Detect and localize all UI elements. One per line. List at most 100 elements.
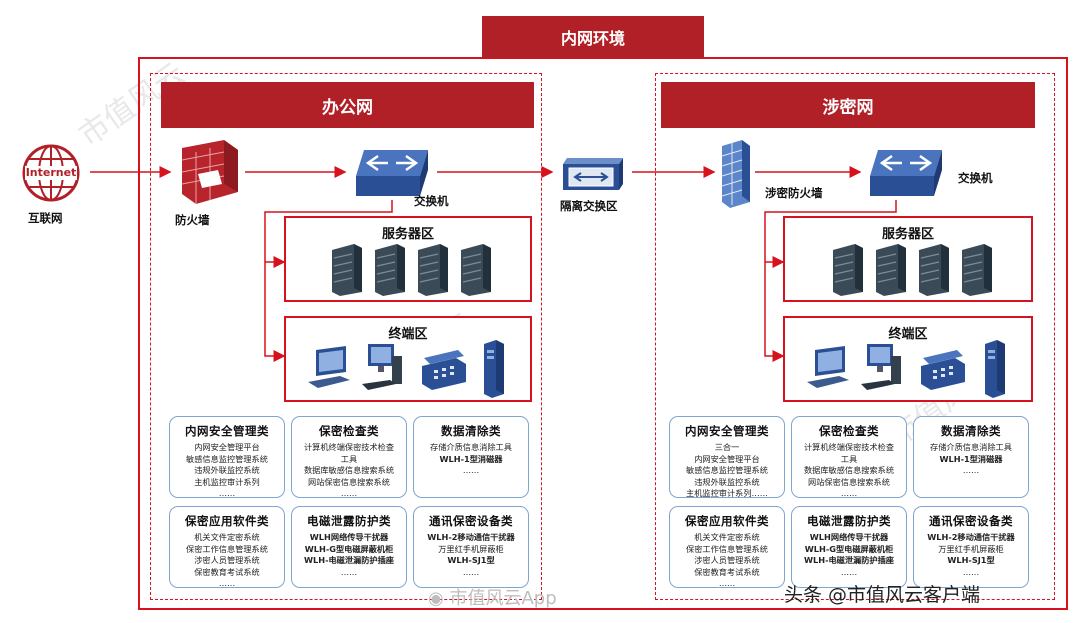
office-terminal-zone: 终端区 xyxy=(284,316,532,402)
internet-globe-text: Internet xyxy=(25,166,77,179)
category-card-line: WLH-电磁泄漏防护插座 xyxy=(304,555,394,565)
secret-network-frame xyxy=(655,73,1055,600)
category-card-line: …… xyxy=(962,566,980,577)
category-card-line: 保密工作信息管理系统 xyxy=(686,543,768,554)
arrow-switch-terminal xyxy=(264,200,393,362)
intranet-title: 内网环境 xyxy=(482,16,704,58)
category-card-line: …… xyxy=(340,488,358,498)
category-card-title: 内网安全管理类 xyxy=(185,424,269,438)
switch-office-label: 交换机 xyxy=(414,194,449,208)
category-card-line: 违规外联监控系统 xyxy=(694,476,760,487)
internet-globe-icon: Internet xyxy=(22,144,80,202)
secret-server-zone: 服务器区 xyxy=(783,216,1033,302)
category-card-line: 网站保密信息搜索系统 xyxy=(308,476,390,487)
office-server-zone-title: 服务器区 xyxy=(381,227,434,242)
category-card: 保密应用软件类机关文件定密系统保密工作信息管理系统涉密人员管理系统保密教育考试系… xyxy=(669,506,785,588)
office-network-title: 办公网 xyxy=(161,82,534,128)
firewall-icon xyxy=(170,140,240,206)
category-card-line: 三合一 xyxy=(714,442,740,452)
secret-firewall-label: 涉密防火墙 xyxy=(765,186,823,200)
office-server-zone: 服务器区 xyxy=(284,216,532,302)
category-card: 保密检查类计算机终端保密技术检查工具数据库敏感信息搜索系统网站保密信息搜索系统…… xyxy=(291,416,407,498)
category-card-line: 计算机终端保密技术检查 xyxy=(803,442,895,452)
category-card-line: WLH-G型电磁屏蔽机柜 xyxy=(804,543,894,554)
pc-tower-icon xyxy=(480,340,506,402)
server-rack-icon xyxy=(829,243,999,300)
office-network-frame xyxy=(150,73,542,600)
category-card-line: 计算机终端保密技术检查 xyxy=(303,442,395,452)
telephone-icon xyxy=(418,348,468,396)
category-card-title: 数据清除类 xyxy=(941,424,1001,438)
category-card-title: 通讯保密设备类 xyxy=(929,514,1013,528)
category-card-line: WLH-2移动通信干扰器 xyxy=(927,532,1015,542)
laptop-icon xyxy=(805,342,851,396)
category-card-line: 工具 xyxy=(840,453,858,464)
secret-network-title: 涉密网 xyxy=(661,82,1035,128)
intranet-frame xyxy=(138,57,1068,610)
category-card-title: 电磁泄露防护类 xyxy=(307,514,391,528)
secret-server-zone-title: 服务器区 xyxy=(881,227,934,242)
category-card-line: WLH网络传导干扰器 xyxy=(809,532,889,542)
category-card-line: WLH-2移动通信干扰器 xyxy=(427,532,515,542)
category-card-title: 数据清除类 xyxy=(441,424,501,438)
category-card-line: 违规外联监控系统 xyxy=(194,465,260,475)
category-card-line: …… xyxy=(718,578,736,588)
switch-icon xyxy=(348,146,436,200)
category-card-title: 保密应用软件类 xyxy=(185,514,269,528)
category-card-line: 内网安全管理平台 xyxy=(194,442,260,452)
category-card: 保密检查类计算机终端保密技术检查工具数据库敏感信息搜索系统网站保密信息搜索系统…… xyxy=(791,416,907,498)
arrow-secret-switch-terminal xyxy=(764,200,897,362)
category-card-line: 敏感信息监控管理系统 xyxy=(686,465,768,475)
server-rack-icon xyxy=(328,243,498,300)
category-card-line: …… xyxy=(462,465,480,475)
category-card-line: 万里红手机屏蔽柜 xyxy=(938,543,1004,554)
category-card-line: WLH-1型消磁器 xyxy=(939,453,1003,464)
internet-label: 互联网 xyxy=(28,211,63,225)
category-card-title: 内网安全管理类 xyxy=(685,424,769,438)
category-card-line: 存储介质信息消除工具 xyxy=(930,442,1012,452)
category-card: 内网安全管理类三合一内网安全管理平台敏感信息监控管理系统违规外联监控系统主机监控… xyxy=(669,416,785,498)
category-card-line: 保密教育考试系统 xyxy=(194,566,260,577)
category-card-line: 主机监控审计系列 xyxy=(194,476,260,487)
isolation-switch-icon xyxy=(561,154,627,192)
category-card-line: …… xyxy=(840,488,858,498)
category-card-line: …… xyxy=(462,566,480,577)
category-card-line: 保密教育考试系统 xyxy=(694,566,760,577)
category-card-title: 电磁泄露防护类 xyxy=(807,514,891,528)
category-card-line: …… xyxy=(840,566,858,577)
category-card: 保密应用软件类机关文件定密系统保密工作信息管理系统涉密人员管理系统保密教育考试系… xyxy=(169,506,285,588)
category-card-line: …… xyxy=(218,488,236,498)
pc-tower-icon xyxy=(981,340,1007,402)
category-card-line: …… xyxy=(340,566,358,577)
category-card-line: 敏感信息监控管理系统 xyxy=(186,453,268,464)
desktop-computer-icon xyxy=(360,342,406,398)
category-card-line: 保密工作信息管理系统 xyxy=(186,543,268,554)
category-card-line: 数据库敏感信息搜索系统 xyxy=(803,465,895,475)
switch-icon xyxy=(862,146,950,200)
category-card-line: …… xyxy=(218,578,236,588)
category-card-title: 通讯保密设备类 xyxy=(429,514,513,528)
category-card-line: 工具 xyxy=(340,453,358,464)
category-card-line: 内网安全管理平台 xyxy=(694,453,760,464)
category-card-line: WLH-SJ1型 xyxy=(447,555,495,565)
secret-terminal-zone: 终端区 xyxy=(783,316,1033,402)
desktop-computer-icon xyxy=(859,342,905,398)
category-card-line: 万里红手机屏蔽柜 xyxy=(438,543,504,554)
switch-secret-label: 交换机 xyxy=(958,171,993,185)
category-card-title: 保密检查类 xyxy=(319,424,379,438)
category-card-title: 保密应用软件类 xyxy=(685,514,769,528)
secret-firewall-icon xyxy=(718,140,752,208)
category-card-line: WLH-SJ1型 xyxy=(947,555,995,565)
office-terminal-zone-title: 终端区 xyxy=(388,327,428,342)
category-card-line: 涉密人员管理系统 xyxy=(194,555,260,565)
category-card-line: WLH-G型电磁屏蔽机柜 xyxy=(304,543,394,554)
brand-watermark: 头条 @市值风云客户端 xyxy=(784,584,981,606)
watermark-app-text: 市值风云App xyxy=(449,588,557,609)
